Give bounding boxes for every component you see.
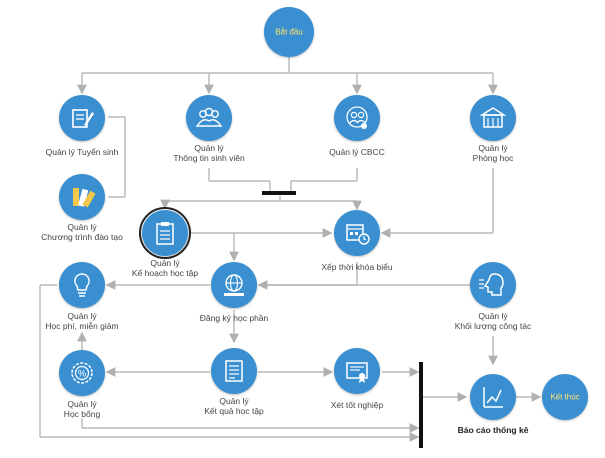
label-bao-cao-thong-ke: Báo cáo thống kê (457, 425, 529, 435)
percent-badge-icon: % (71, 362, 93, 384)
node-ke-hoach-hoc-tap (139, 207, 191, 259)
label-khoi-luong-cong-tac: Quản lý Khối lượng công tác (454, 311, 532, 331)
start-label: Bắt đầu (275, 27, 303, 37)
lightbulb-icon (74, 273, 90, 297)
end-label: Kết thúc (550, 392, 580, 402)
users-icon (195, 107, 223, 127)
node-phong-hoc (470, 95, 516, 141)
label-ket-qua-hoc-tap: Quản lý Kết quả học tập (204, 396, 264, 416)
label-cbcc: Quản lý CBCC (329, 147, 385, 157)
node-cbcc (334, 95, 380, 141)
swatch-book-icon (73, 188, 96, 208)
node-xep-thoi-khoa-bieu (334, 210, 380, 256)
node-thong-tin-sinh-vien (186, 95, 232, 141)
start-node: Bắt đầu (264, 7, 314, 57)
node-bao-cao-thong-ke (470, 374, 516, 420)
label-ke-hoach-hoc-tap: Quản lý Kế hoạch học tập (131, 258, 199, 278)
label-hoc-phi-mien-giam: Quản lý Học phí, miễn giảm (45, 311, 119, 331)
calendar-clock-icon (346, 224, 370, 245)
label-chuong-trinh-dao-tao: Quản lý Chương trình đào tạo (41, 222, 123, 242)
label-thong-tin-sinh-vien: Quản lý Thông tin sinh viên (173, 143, 245, 163)
certificate-icon (346, 362, 368, 383)
label-tuyen-sinh: Quản lý Tuyển sinh (45, 147, 119, 157)
line-chart-icon (483, 387, 503, 408)
clipboard-icon (156, 222, 174, 245)
end-node: Kết thúc (542, 374, 588, 420)
node-khoi-luong-cong-tac (470, 262, 516, 308)
node-chuong-trinh-dao-tao (59, 174, 105, 220)
node-xet-tot-nghiep (334, 348, 380, 394)
globe-icon (224, 274, 244, 296)
label-hoc-bong: Quản lý Học bổng (63, 399, 101, 419)
node-tuyen-sinh (59, 95, 105, 141)
label-xep-thoi-khoa-bieu: Xếp thời khóa biểu (321, 262, 393, 272)
brain-icon (479, 273, 504, 296)
node-hoc-bong: % (59, 350, 105, 396)
label-xet-tot-nghiep: Xét tốt nghiệp (330, 400, 384, 410)
staff-icon (346, 106, 368, 129)
report-icon (225, 360, 243, 382)
building-icon (479, 107, 507, 128)
node-dang-ky-hoc-phan (211, 262, 257, 308)
label-phong-hoc: Quản lý Phòng học (472, 143, 514, 163)
pen-paper-icon (72, 109, 94, 128)
node-hoc-phi-mien-giam (59, 262, 105, 308)
node-ket-qua-hoc-tap (211, 348, 257, 394)
svg-text:%: % (78, 369, 86, 379)
label-dang-ky-hoc-phan: Đăng ký học phần (199, 313, 269, 323)
